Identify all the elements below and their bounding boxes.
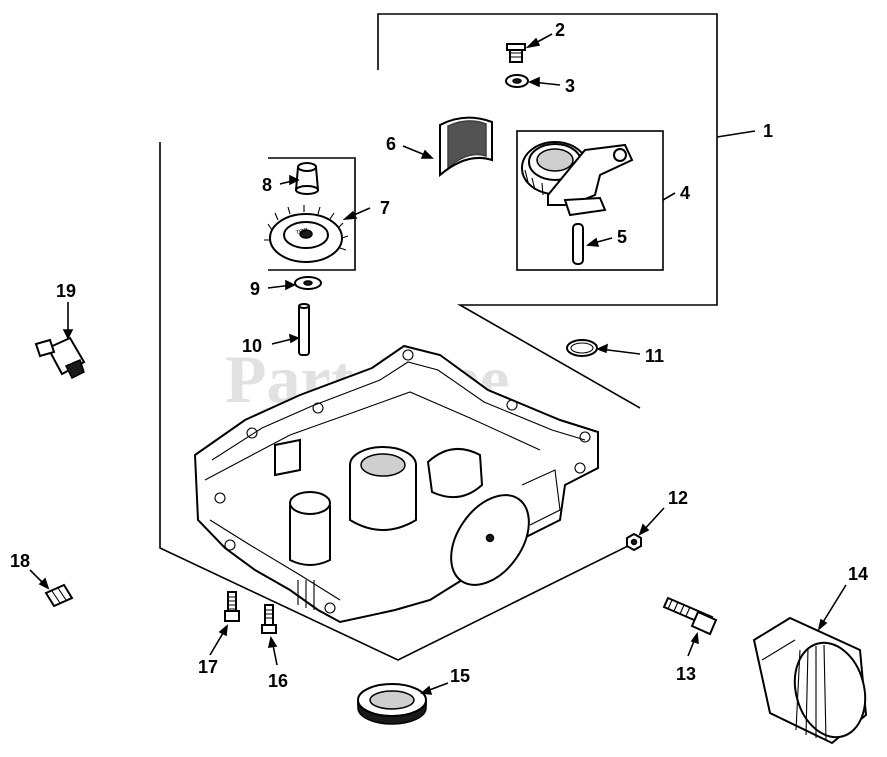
part-13-stud[interactable] [662,596,718,636]
callout-1: 1 [763,121,773,141]
part-17-screw[interactable] [224,591,240,622]
part-2-screw[interactable] [506,43,526,63]
callout-3: 3 [565,76,575,96]
part-19-oil-pressure-switch[interactable] [34,336,86,380]
part-15-seal[interactable] [357,683,427,725]
callout-17: 17 [198,657,218,677]
callout-11: 11 [645,346,664,366]
part-3-washer[interactable] [505,74,529,88]
part-9-washer[interactable] [294,276,322,290]
part-7-gear[interactable]: TOP [264,205,349,263]
part-8-plug[interactable] [294,162,320,195]
callout-14: 14 [848,564,868,584]
part-6-oil-screen[interactable] [439,116,493,178]
oil-pan[interactable] [193,344,599,624]
part-12-nut[interactable] [626,532,642,552]
callout-8: 8 [262,175,272,195]
callout-18: 18 [10,551,30,571]
leader-lines [29,33,847,695]
oil-pan-outline [159,142,641,661]
callout-2: 2 [555,20,565,40]
callout-7: 7 [380,198,390,218]
part-5-pin[interactable] [572,223,584,265]
group-box-1 [377,13,718,409]
callout-numbers: 1 2 3 4 5 6 7 8 9 10 11 12 13 14 15 16 1… [10,20,868,691]
callout-6: 6 [386,134,396,154]
callout-9: 9 [250,279,260,299]
part-11-o-ring[interactable] [566,339,598,357]
part-14-oil-filter[interactable] [752,616,875,745]
callout-12: 12 [668,488,688,508]
part-16-screw[interactable] [261,604,277,634]
part-10-shaft[interactable] [298,303,310,356]
callout-10: 10 [242,336,262,356]
callout-19: 19 [56,281,76,301]
group-box-4 [516,130,664,271]
callout-13: 13 [676,664,696,684]
part-18-fitting[interactable] [44,583,74,608]
callout-16: 16 [268,671,288,691]
callout-5: 5 [617,227,627,247]
part-4-oil-pump[interactable] [521,141,634,217]
gear-marking: TOP [295,228,308,237]
callout-15: 15 [450,666,470,686]
callout-4: 4 [680,183,690,203]
